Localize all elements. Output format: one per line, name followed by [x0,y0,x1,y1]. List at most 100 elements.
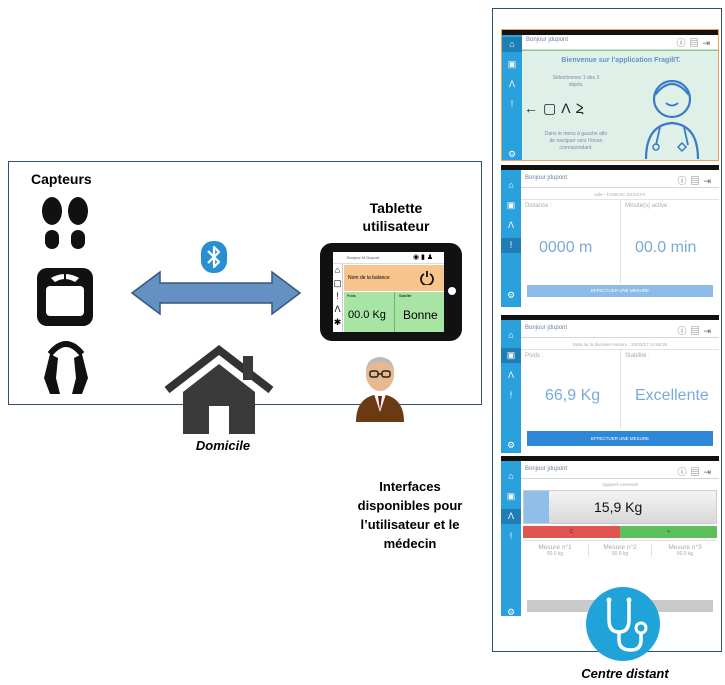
topbar-icons[interactable]: ⓘ▤⇥ [677,176,715,186]
greeting-text: Bonjour jdupont [525,466,568,472]
measure-button[interactable]: EFFECTUER UNE MESURE [527,285,713,297]
grip-content: Appareil connecté 15,9 Kg C + Mesure n°1… [521,480,719,616]
measure-button[interactable]: EFFECTUER UNE MESURE [527,431,713,446]
shoe-nav-icon[interactable]: ! [509,531,513,541]
tablet-stability-value: Bonne [403,308,438,322]
home-icon: ⌂ [334,265,341,275]
weight-label: Poids : [525,353,544,359]
grip-icon [44,341,88,394]
tablet-title-line2: utilisateur [362,218,430,234]
topbar-icons[interactable]: ⓘ▤⇥ [677,326,715,336]
measure-label: Mesure n°1 [538,544,572,551]
distance-value: 0000 m [539,239,593,256]
shoe-nav-icon[interactable]: ! [509,390,513,400]
sensors-title: Capteurs [31,171,92,187]
app-topbar: Bonjour jdupont ⓘ▤⇥ [521,173,719,188]
object-icons: ←▢ΛⲸ [524,100,589,116]
weight-value: 66,9 Kg [545,387,601,404]
settings-icon[interactable]: ⚙ [506,290,516,300]
divider [523,540,717,541]
interfaces-line2: disponibles pour [357,498,463,513]
tablet-home-button [448,287,456,295]
footprints-icon [42,197,88,249]
shoes-content: sole - F3:B6:0C:03:D4:FA Distance : Minu… [521,189,719,307]
app-sidebar: ⌂ ▣ Λ ! ⚙ [502,35,522,160]
scale-nav-icon[interactable]: ▣ [506,200,516,210]
active-minutes-value: 00.0 min [635,239,697,256]
divider [620,199,621,283]
measure-label: Mesure n°2 [603,544,637,551]
stethoscope-icon [586,587,660,661]
grip-nav-icon[interactable]: Λ [507,220,514,230]
topbar-icons[interactable]: ⓘ▤⇥ [677,467,715,477]
tablet-sidebar: ⌂ ▢ ! Λ ✱ [333,264,343,332]
settings-icon[interactable]: ⚙ [506,440,516,450]
tablet-values-panel: Poids Stabilité 00.0 Kg Bonne [344,292,444,332]
status-bar [501,456,719,461]
app-sidebar: ⌂ ▣ Λ ! ⚙ [501,320,521,453]
app-sidebar: ⌂ ▣ Λ ! ⚙ [501,170,521,307]
interfaces-caption: Interfaces disponibles pour l’utilisateu… [335,477,485,553]
home-label: Domicile [195,438,251,453]
greeting-text: Bonjour jdupont [525,325,568,331]
scale-nav-icon[interactable]: ▣ [507,59,517,69]
shoe-nav-icon[interactable]: ! [501,238,521,253]
app-topbar: Bonjour jdupont ⓘ▤⇥ [522,35,718,50]
menu-line2: de naviguer vers l'écran [549,138,603,144]
scale-content: Date de la dernière mesure : 20/03/17 14… [521,339,719,453]
shoe-nav-icon[interactable]: ! [510,99,514,109]
device-id: sole - F3:B6:0C:03:D4:FA [594,192,646,197]
measure-label: Mesure n°3 [668,544,702,551]
tablet-col2-label: Stabilité [399,294,412,298]
greeting-text: Bonjour jdupont [526,37,569,43]
app-sidebar: ⌂ ▣ Λ ! ⚙ [501,461,521,616]
tablet-device-name: Nom de la balance [348,275,390,281]
scale-nav-icon[interactable]: ▣ [506,491,516,501]
stability-value: Excellente [635,387,709,404]
user-tablet: Bonjour M Dupont ◉ ▮ ♟ ⌂ ▢ ! Λ ✱ Nom de … [320,243,462,341]
measure-3: Mesure n°3 00.0 kg [653,544,717,557]
app-topbar: Bonjour jdupont ⓘ▤⇥ [521,323,719,338]
interfaces-line3: l’utilisateur et le [360,517,460,532]
tablet-col1-label: Poids [347,294,356,298]
grip-value: 15,9 Kg [594,499,643,515]
home-icon[interactable]: ⌂ [508,180,514,190]
home-icon[interactable]: ⌂ [502,37,522,52]
last-measure-date: Date de la dernière mesure : 20/03/17 14… [572,342,668,347]
power-icon[interactable] [420,270,434,285]
interfaces-line1: Interfaces [379,479,441,494]
connection-status: Appareil connecté [601,482,639,487]
doctor-icon [644,79,700,159]
tablet-weight-value: 00.0 Kg [348,309,386,321]
home-icon[interactable]: ⌂ [508,330,514,340]
grip-nav-icon[interactable]: Λ [507,370,514,380]
scale-nav-icon[interactable]: ▣ [501,348,521,363]
welcome-screen: ⌂ ▣ Λ ! ⚙ Bonjour jdupont ⓘ▤⇥ Bienvenue … [501,29,719,161]
measure-value: 00.0 kg [546,551,564,557]
menu-line1: Dans le menu à gauche afin [544,131,608,137]
menu-line3: correspondant. [559,145,593,151]
grip-nav-icon[interactable]: Λ [501,509,521,524]
greeting-text: Bonjour jdupont [525,175,568,181]
tablet-title-line1: Tablette [369,200,423,216]
settings-icon: ✱ [333,317,342,327]
tablet-divider [394,292,395,332]
add-button[interactable]: + [620,526,717,538]
home-icon[interactable]: ⌂ [508,471,514,481]
welcome-content: Bienvenue sur l'application FragilIT. Sé… [522,50,718,160]
reset-button[interactable]: C [523,526,620,538]
remote-center-label: Centre distant [581,666,669,681]
tablet-screen: Bonjour M Dupont ◉ ▮ ♟ ⌂ ▢ ! Λ ✱ Nom de … [333,252,444,332]
settings-icon[interactable]: ⚙ [507,149,517,159]
grip-nav-icon[interactable]: Λ [508,79,515,89]
distance-label: Distance : [525,203,552,209]
settings-icon[interactable]: ⚙ [506,607,516,616]
tablet-title: Tablette utilisateur [352,199,440,235]
measure-1: Mesure n°1 00.0 kg [523,544,587,557]
user-avatar [356,357,404,422]
grip-gauge: 15,9 Kg [523,490,717,524]
status-bar [501,315,719,320]
grip-nav-icon: Λ [334,304,341,314]
shoes-screen: ⌂ ▣ Λ ! ⚙ Bonjour jdupont ⓘ▤⇥ sole - F3:… [501,165,719,307]
topbar-icons[interactable]: ⓘ▤⇥ [676,38,714,48]
